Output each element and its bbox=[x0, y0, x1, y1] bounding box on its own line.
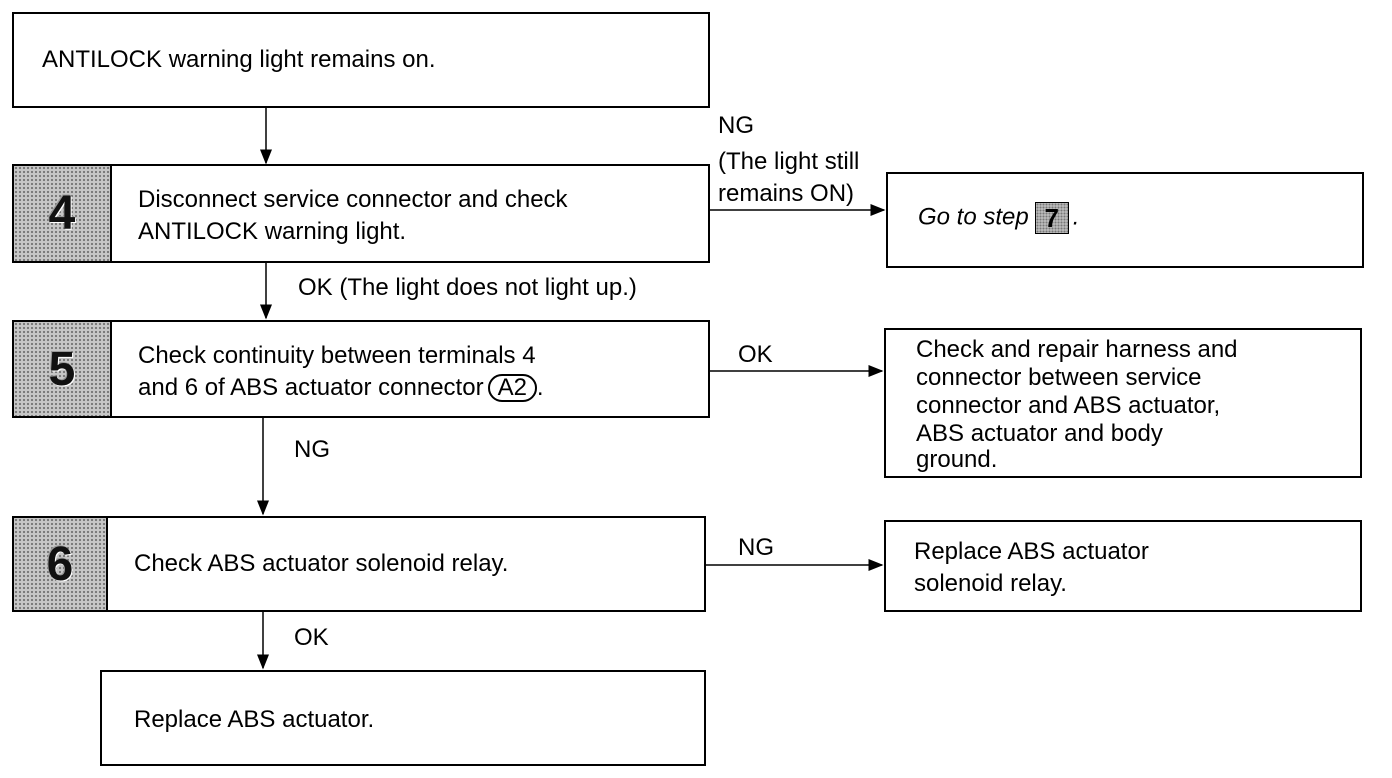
step5-line2-end: . bbox=[536, 374, 544, 401]
step6-number-badge: 6 bbox=[14, 518, 108, 610]
step5-number-badge: 5 bbox=[14, 322, 112, 416]
connector-a2-badge: A2 bbox=[487, 374, 537, 402]
repair-harness-line2: connector between service bbox=[916, 364, 1202, 391]
repair-harness-line5: ground. bbox=[916, 446, 998, 473]
step6-ok-label: OK bbox=[294, 624, 329, 651]
repair-harness-line3: connector and ABS actuator, bbox=[916, 392, 1221, 419]
replace-relay-box: Replace ABS actuator solenoid relay. bbox=[884, 520, 1362, 612]
step5-line2-text: and 6 of ABS actuator connector bbox=[138, 374, 484, 401]
replace-relay-line1: Replace ABS actuator bbox=[914, 538, 1149, 565]
step4-line1: Disconnect service connector and check bbox=[138, 186, 568, 213]
step4-number-badge: 4 bbox=[14, 166, 112, 261]
end-box: Replace ABS actuator. bbox=[100, 670, 706, 766]
step5-ng-label: NG bbox=[294, 436, 330, 463]
step6-number: 6 bbox=[46, 537, 74, 591]
step5-number: 5 bbox=[48, 342, 76, 396]
step4-ng-label-line3: remains ON) bbox=[718, 180, 855, 207]
end-box-text: Replace ABS actuator. bbox=[134, 706, 375, 733]
step5-box: 5 Check continuity between terminals 4 a… bbox=[12, 320, 710, 418]
goto-step7-prefix: Go to step bbox=[918, 203, 1029, 231]
step5-line1: Check continuity between terminals 4 bbox=[138, 342, 536, 369]
repair-harness-box: Check and repair harness and connector b… bbox=[884, 328, 1362, 478]
start-box-text: ANTILOCK warning light remains on. bbox=[42, 46, 436, 73]
start-box: ANTILOCK warning light remains on. bbox=[12, 12, 710, 108]
step4-box: 4 Disconnect service connector and check… bbox=[12, 164, 710, 263]
repair-harness-line4: ABS actuator and body bbox=[916, 420, 1163, 447]
step4-ng-label-line1: NG bbox=[718, 112, 754, 139]
goto-step7-suffix: . bbox=[1072, 203, 1080, 231]
step4-line2: ANTILOCK warning light. bbox=[138, 218, 407, 245]
step6-box: 6 Check ABS actuator solenoid relay. bbox=[12, 516, 706, 612]
step4-number: 4 bbox=[48, 187, 76, 240]
step7-ref-badge: 7 bbox=[1034, 202, 1069, 234]
replace-relay-line2: solenoid relay. bbox=[914, 570, 1067, 597]
step6-ng-label: NG bbox=[738, 534, 774, 561]
step6-text: Check ABS actuator solenoid relay. bbox=[134, 550, 509, 577]
repair-harness-line1: Check and repair harness and bbox=[916, 336, 1238, 363]
step4-ok-label: OK (The light does not light up.) bbox=[298, 274, 637, 301]
step5-ok-label: OK bbox=[738, 341, 773, 368]
step4-ng-label-line2: (The light still bbox=[718, 148, 860, 175]
